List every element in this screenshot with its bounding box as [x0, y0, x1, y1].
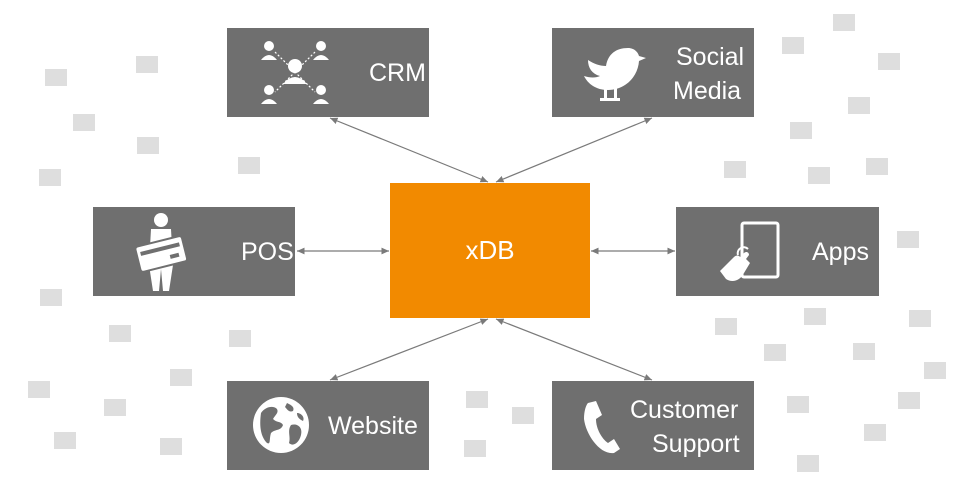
connector-social	[495, 117, 653, 183]
person-with-card-icon	[134, 213, 189, 291]
pos-label: POS	[241, 238, 294, 266]
social-label-line2: Media	[673, 77, 742, 105]
connector-website	[329, 318, 489, 381]
phone-icon	[584, 401, 620, 454]
bird-icon	[584, 48, 646, 101]
node-pos: POS	[93, 207, 295, 296]
node-crm: CRM	[227, 28, 429, 117]
people-network-icon	[261, 41, 329, 104]
social-label-line1: Social	[676, 43, 745, 71]
globe-icon	[253, 397, 309, 453]
node-social-media: Social Media	[552, 28, 754, 117]
node-apps: Apps	[676, 207, 879, 296]
support-label-line2: Support	[652, 430, 740, 458]
node-website: Website	[227, 381, 429, 470]
apps-label: Apps	[812, 238, 869, 266]
hub-label: xDB	[465, 235, 515, 265]
connector-support	[495, 318, 653, 381]
crm-label: CRM	[369, 59, 426, 87]
tablet-touch-icon	[720, 221, 780, 281]
xdb-hub: xDB	[390, 183, 590, 318]
support-label-line1: Customer	[630, 396, 739, 424]
website-label: Website	[328, 412, 418, 440]
connector-crm	[329, 117, 489, 183]
node-customer-support: Customer Support	[552, 381, 754, 470]
